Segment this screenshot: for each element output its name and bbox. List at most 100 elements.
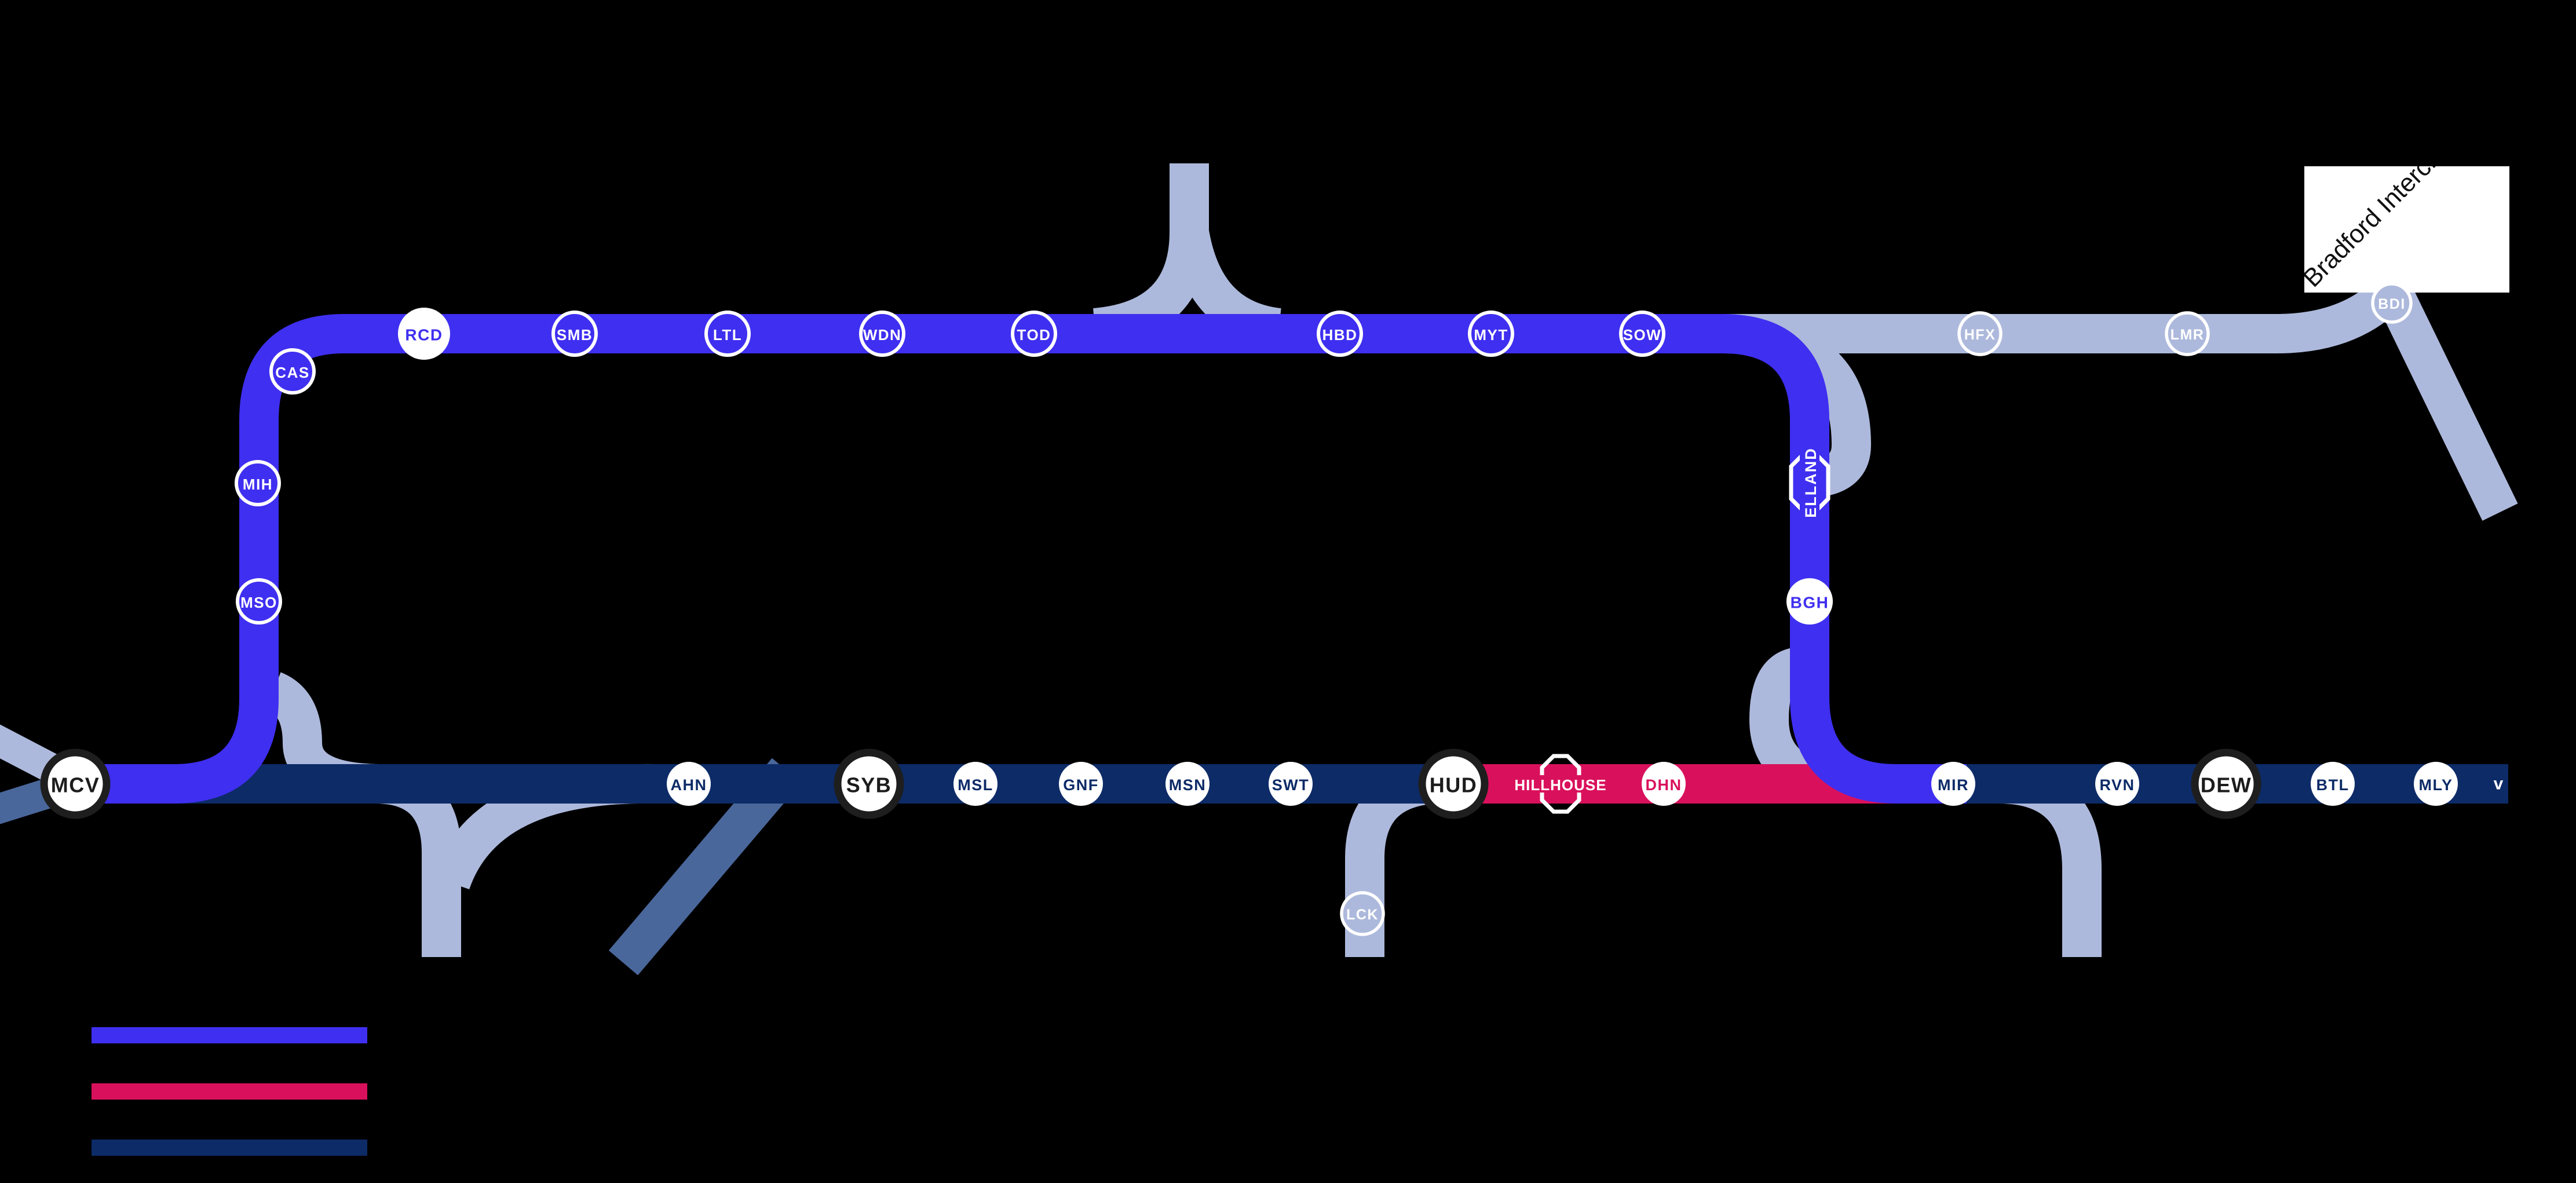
station-label-wdn: WDN — [863, 326, 902, 344]
station-label-hillhouse: HILLHOUSE — [1514, 776, 1606, 794]
station-label-rcd: RCD — [405, 326, 443, 344]
station-circle — [1317, 311, 1363, 357]
station-rvn: RVN — [2095, 762, 2139, 806]
station-label-ahn: AHN — [671, 776, 707, 794]
station-cas: CAS — [269, 348, 316, 395]
station-label-sow: SOW — [1623, 326, 1662, 344]
station-msn: MSN — [1165, 762, 1210, 806]
station-label-hud: HUD — [1430, 773, 1478, 797]
station-label-syb: SYB — [846, 773, 892, 797]
station-label-tod: TOD — [1017, 326, 1051, 344]
station-circle — [1340, 891, 1385, 936]
station-label-smb: SMB — [557, 326, 593, 344]
station-label-elland: ELLAND — [1802, 447, 1819, 518]
station-circle — [1931, 762, 1975, 806]
station-circle — [2371, 282, 2413, 324]
octagon-label-backing — [1800, 433, 1819, 532]
station-label-msl: MSL — [958, 776, 993, 794]
station-label-lmr: LMR — [2171, 327, 2205, 343]
station-swt: SWT — [1269, 762, 1313, 806]
station-mly: MLY — [2414, 762, 2458, 806]
station-dhn: DHN — [1642, 762, 1686, 806]
station-circle — [2191, 748, 2261, 819]
station-circle — [2165, 311, 2210, 356]
station-dew: DEW — [2191, 748, 2261, 819]
station-label-hbd: HBD — [1322, 326, 1358, 344]
periwinkle-fork-west-branch — [374, 764, 461, 957]
station-myt: MYT — [1468, 311, 1514, 357]
station-msl: MSL — [953, 762, 997, 806]
station-rcd: RCD — [398, 308, 450, 360]
station-label-dew: DEW — [2201, 773, 2252, 797]
station-syb: SYB — [834, 748, 904, 819]
station-circle — [1011, 311, 1057, 357]
station-ltl: LTL — [704, 311, 751, 357]
station-circle — [859, 311, 905, 357]
station-label-swt: SWT — [1272, 776, 1310, 794]
station-circle — [1269, 762, 1313, 806]
station-tod: TOD — [1011, 311, 1057, 357]
station-circle — [2311, 762, 2355, 806]
blue-calder-valley-line — [74, 314, 1967, 804]
station-label-bgh: BGH — [1791, 594, 1829, 612]
station-circle — [1642, 762, 1686, 806]
station-label-rvn: RVN — [2099, 776, 2135, 794]
station-label-mly: MLY — [2418, 776, 2453, 794]
station-gnf: GNF — [1059, 762, 1103, 806]
periwinkle-mirfield-branch — [1998, 764, 2102, 957]
station-circle — [236, 578, 282, 625]
station-lmr: LMR — [2165, 311, 2210, 356]
station-label-hfx: HFX — [1964, 327, 1996, 343]
station-circle — [1165, 762, 1210, 806]
station-circle — [1957, 311, 2003, 356]
bradford-box-background — [2304, 166, 2509, 293]
station-label-btl: BTL — [2316, 776, 2350, 794]
station-lck: LCK — [1340, 891, 1385, 936]
station-circle — [40, 748, 111, 819]
station-circle — [551, 311, 598, 357]
station-label-cas: CAS — [275, 364, 309, 381]
station-label-lck: LCK — [1346, 907, 1379, 923]
station-hbd: HBD — [1317, 311, 1363, 357]
station-label-mih: MIH — [243, 476, 273, 493]
station-circle — [834, 748, 904, 819]
station-circle — [1619, 311, 1665, 357]
station-mir: MIR — [1931, 762, 1975, 806]
station-circle — [667, 762, 711, 806]
station-octagon — [1540, 754, 1581, 814]
station-circle — [1059, 762, 1103, 806]
station-circle — [1468, 311, 1514, 357]
route-lines — [0, 163, 2518, 976]
station-label-mir: MIR — [1938, 776, 1969, 794]
station-circle — [704, 311, 751, 357]
station-hillhouse: HILLHOUSE — [1498, 754, 1623, 814]
station-circle — [398, 308, 450, 360]
station-label-msn: MSN — [1169, 776, 1207, 794]
bradford-interchange-box: Bradford Interchange — [2304, 166, 2509, 293]
station-circle — [269, 348, 316, 395]
octagon-label-backing — [1498, 775, 1623, 793]
station-label-gnf: GNF — [1063, 776, 1099, 794]
station-circle — [1418, 748, 1489, 819]
station-circle — [2414, 762, 2458, 806]
station-elland: ELLAND — [1789, 433, 1830, 532]
station-ahn: AHN — [667, 762, 711, 806]
station-wdn: WDN — [859, 311, 905, 357]
station-hud: HUD — [1418, 748, 1489, 819]
station-hfx: HFX — [1957, 311, 2003, 356]
periwinkle-top-branch-east-foot — [1170, 228, 1282, 348]
station-mih: MIH — [235, 460, 281, 506]
station-mcv: MCV — [40, 748, 111, 819]
station-circle — [2095, 762, 2139, 806]
station-sow: SOW — [1619, 311, 1665, 357]
station-label-dhn: DHN — [1646, 776, 1682, 794]
station-label-bdi: BDI — [2378, 296, 2406, 312]
station-circle — [235, 460, 281, 506]
station-label-ltl: LTL — [713, 326, 742, 344]
station-bdi: BDI — [2371, 282, 2413, 324]
station-bgh: BGH — [1786, 578, 1833, 625]
station-smb: SMB — [551, 311, 598, 357]
